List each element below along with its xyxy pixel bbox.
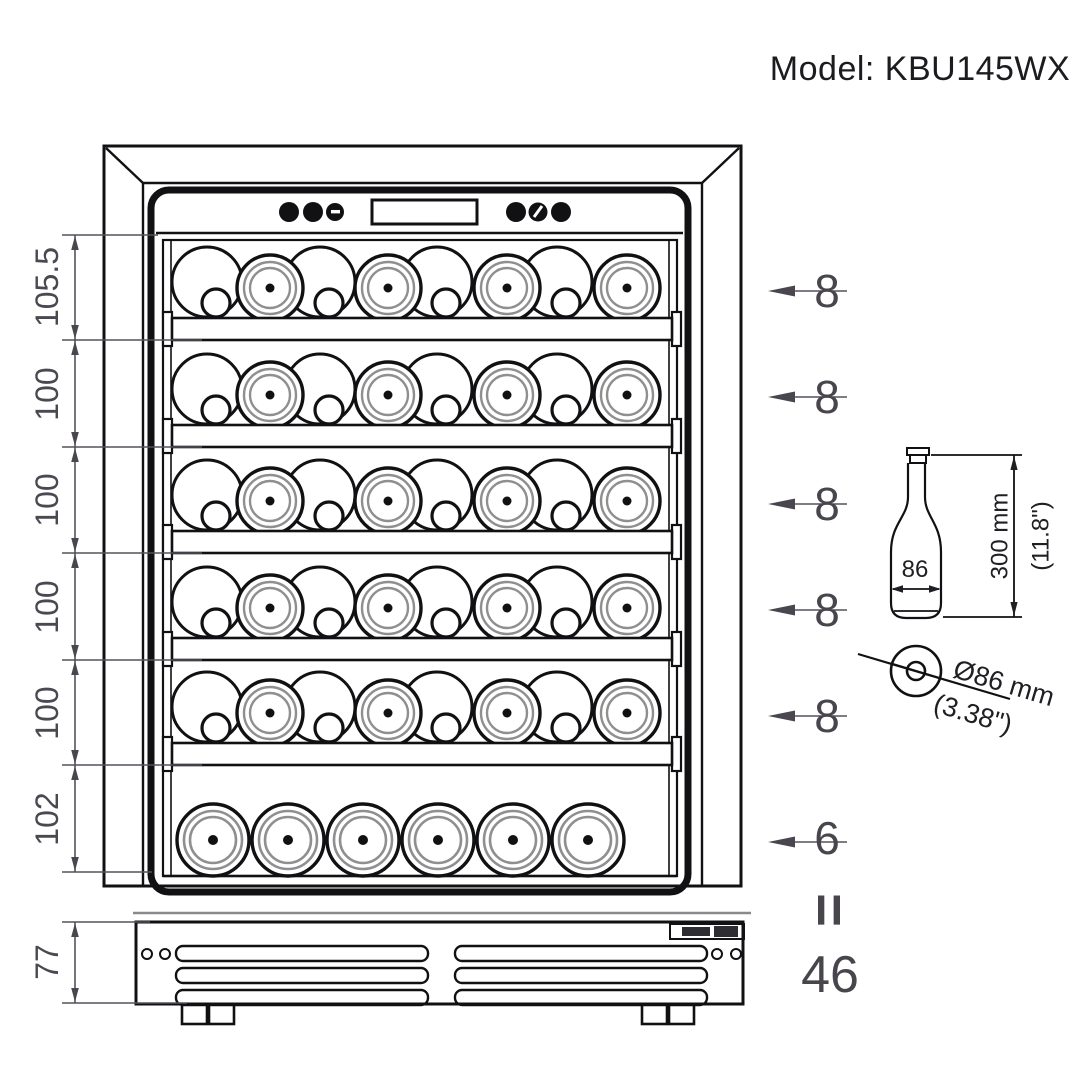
row-count: 8 <box>768 371 847 423</box>
bottle-row <box>172 567 660 641</box>
vent-slot <box>174 944 430 963</box>
svg-text:8: 8 <box>814 478 840 530</box>
dim-label: 105.5 <box>29 247 65 327</box>
svg-text:8: 8 <box>814 584 840 636</box>
svg-text:8: 8 <box>814 371 840 423</box>
vent-slot <box>453 944 709 963</box>
screw <box>159 948 171 960</box>
panel-button[interactable] <box>279 202 299 222</box>
panel-button[interactable] <box>506 202 526 222</box>
cabinet <box>102 144 743 888</box>
dim-label: 100 <box>29 367 65 420</box>
vent-slot <box>174 988 430 1007</box>
svg-text:8: 8 <box>814 265 840 317</box>
dim-label: 102 <box>29 792 65 845</box>
bevel-top-right <box>701 147 740 184</box>
row-count: 8 <box>768 265 847 317</box>
screw <box>730 948 742 960</box>
row-count: 6 <box>768 812 847 864</box>
bottle-row <box>172 247 660 321</box>
dim-label: 100 <box>29 473 65 526</box>
bottle-outline <box>889 463 943 620</box>
bottle-row <box>172 354 660 428</box>
vent-slot <box>174 966 430 985</box>
panel-button[interactable] <box>303 202 323 222</box>
model-title: Model: KBU145WX <box>770 50 1070 88</box>
row-count: 8 <box>768 690 847 742</box>
screw <box>711 948 723 960</box>
left-dimension-chain: 105.5 100 100 100 100 102 77 <box>29 234 202 1004</box>
shelf <box>161 523 683 561</box>
control-panel <box>156 198 683 235</box>
bottle-row-bottom <box>177 804 624 876</box>
bottle-row <box>172 460 660 534</box>
dim-label: 77 <box>29 944 65 980</box>
row-count-callouts: 8 8 8 8 8 6 = 46 <box>768 265 862 1004</box>
bottle-cap <box>906 447 930 456</box>
bottle-rows <box>161 247 683 878</box>
screw <box>141 948 153 960</box>
bottle-width-label: 86 <box>902 556 929 583</box>
vent-slot <box>453 966 709 985</box>
shelf <box>161 630 683 668</box>
foot <box>180 1002 236 1026</box>
row-count: 8 <box>768 584 847 636</box>
door-frame <box>147 186 692 896</box>
vent-grille <box>134 920 745 1006</box>
svg-text:6: 6 <box>814 812 840 864</box>
total-count: 46 <box>801 946 859 1004</box>
dim-label: 100 <box>29 686 65 739</box>
shelf <box>161 310 683 348</box>
bottle-height-inches: (11.8") <box>1028 501 1055 570</box>
shelf <box>161 735 683 773</box>
bottle-spec: 86 300 mm (11.8") Ø86 mm (3.38") <box>857 447 1058 740</box>
bottle-row <box>172 672 660 746</box>
panel-button[interactable] <box>551 202 571 222</box>
bottle-height-label: 300 mm <box>987 493 1014 580</box>
foot <box>640 1002 696 1026</box>
cabinet-outer-frame <box>102 144 743 888</box>
base-section <box>133 911 751 1026</box>
equals-sign: = <box>797 893 862 927</box>
bottle-side-view: 86 300 mm (11.8") <box>889 447 1055 620</box>
vent-slot <box>453 988 709 1007</box>
bottle-bottom-view: Ø86 mm (3.38") <box>857 644 1058 740</box>
svg-text:8: 8 <box>814 690 840 742</box>
bevel-top-left <box>105 147 144 184</box>
display-screen <box>370 198 479 226</box>
dim-label: 100 <box>29 580 65 633</box>
row-count: 8 <box>768 478 847 530</box>
shelf <box>161 417 683 455</box>
